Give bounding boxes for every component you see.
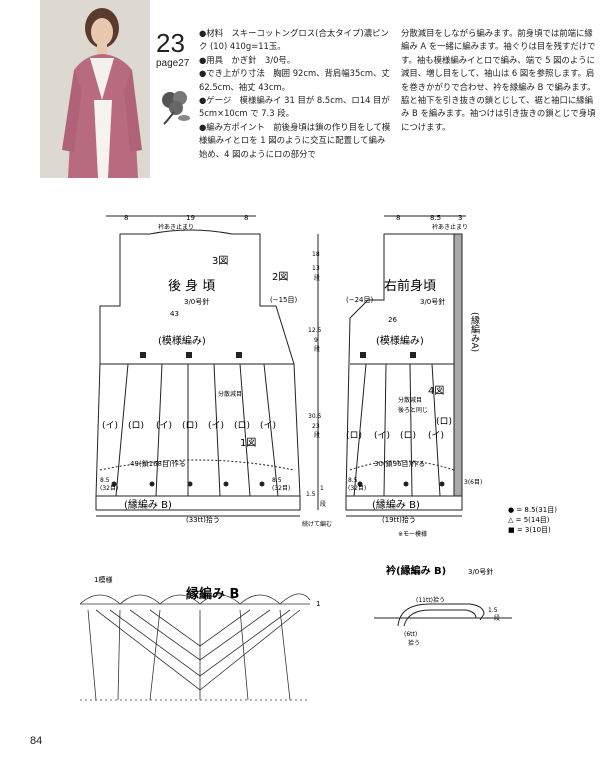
back-left-85: 8.5	[100, 477, 110, 484]
back-pattern-i-3: (イ)	[208, 421, 224, 431]
edge-b-title: 縁編み B	[186, 586, 239, 602]
front-left-32: (32目)	[348, 485, 366, 492]
collar-title: 衿(縁編み B)	[386, 564, 446, 577]
back-right-32: (32目)	[272, 485, 290, 492]
front-left-85: 8.5	[348, 477, 358, 484]
front-neck-label: 衿あき止まり	[432, 223, 468, 231]
front-pattern-ro-3: (ロ)	[436, 417, 452, 427]
front-needle: 3/0号針	[420, 297, 445, 306]
front-chain-label: 30(鎖96目)作る	[374, 459, 425, 468]
front-width-26: 26	[388, 316, 397, 324]
back-left-32: (32目)	[100, 485, 118, 492]
pattern-number: 23	[156, 28, 185, 58]
fig4-label: 4図	[428, 385, 444, 397]
back-pickup-label: (33tt)拾う	[186, 515, 220, 524]
model-photo	[40, 0, 150, 178]
knitting-instructions: 分散減目をしながら編みます。前身頃では前端に縁編み A を一緒に編みます。袖ぐり…	[401, 28, 596, 132]
back-minus15: (−15目)	[270, 296, 298, 304]
page-reference: page27	[156, 58, 190, 69]
back-pattern-ro-3: (ロ)	[234, 421, 250, 431]
back-chain-label: 49(鎖168目)作る	[130, 459, 186, 468]
back-edge-label: (縁編み B)	[124, 498, 172, 511]
front-pattern-ro-1: (ロ)	[346, 431, 362, 441]
dim-dan-1: 段	[314, 274, 320, 282]
front-pattern-i-1: (イ)	[374, 431, 390, 441]
materials-instructions: ●材料 スキーコットングロス(合太タイプ)濃ピンク (10) 410g=11玉。…	[199, 28, 391, 159]
front-minus24: (−24目)	[346, 296, 374, 304]
front-reduce-same: 後ろと同じ	[398, 406, 428, 414]
dim-18: 18	[312, 251, 320, 258]
dim-23: 23	[312, 423, 320, 430]
back-dim-center: 19	[186, 214, 195, 222]
fig2-label: 2図	[272, 271, 288, 283]
back-pattern-ro-1: (ロ)	[128, 421, 144, 431]
fig1-label: 1図	[240, 437, 256, 449]
legend-dot: ● = 8.5(31目)	[508, 506, 557, 514]
legend-note: ※モー模様	[398, 530, 427, 538]
back-needle: 3/0号針	[184, 297, 209, 306]
legend-triangle: △ = 5(14目)	[508, 516, 550, 524]
back-pattern-i-2: (イ)	[156, 421, 172, 431]
back-pattern-ro-2: (ロ)	[182, 421, 198, 431]
collar-pick-6: (6tt)	[404, 631, 417, 638]
edge-b-row-1: 1	[316, 600, 320, 608]
back-width-43: 43	[170, 310, 179, 318]
back-dim-right: 8	[244, 214, 248, 222]
front-pattern-label: (模様編み)	[376, 334, 424, 347]
collar-pick-6-label: 拾う	[408, 639, 420, 647]
dim-1: 1	[320, 485, 324, 492]
continue-label: 続けて編む	[302, 520, 332, 528]
dim-dan-4: 段	[320, 500, 326, 508]
front-reduce-label: 分散減目	[398, 396, 422, 404]
front-pattern-i-2: (イ)	[428, 431, 444, 441]
collar-dim-1-5: 1.5	[488, 607, 498, 614]
front-dim-left: 8	[396, 214, 400, 222]
front-pickup-label: (19tt)拾う	[382, 515, 416, 524]
dim-9: 9	[314, 337, 318, 344]
legend-square: ■ = 3(10目)	[508, 526, 551, 534]
collar-dim-dan: 段	[494, 614, 500, 622]
back-pattern-label: (模様編み)	[158, 334, 206, 347]
front-title: 右前身頃	[384, 278, 436, 294]
back-pattern-i-4: (イ)	[260, 421, 276, 431]
dim-1-5: 1.5	[306, 491, 316, 498]
back-reduce-label: 分散減目	[218, 390, 242, 398]
dim-dan-3: 段	[314, 431, 320, 439]
flower-icon	[156, 88, 196, 128]
back-neck-label: 衿あき止まり	[158, 223, 194, 231]
front-right-3: 3(6目)	[464, 479, 482, 486]
back-pattern-i-1: (イ)	[102, 421, 118, 431]
front-edge-a-label: (縁編みA)	[469, 312, 480, 352]
collar-needle: 3/0号針	[468, 567, 493, 576]
edge-b-repeat: 1模様	[94, 575, 112, 584]
front-dim-right: 3	[458, 214, 462, 222]
back-right-85: 8.5	[272, 477, 282, 484]
front-edge-label: (縁編み B)	[372, 498, 420, 511]
dim-13: 13	[312, 265, 320, 272]
front-pattern-ro-2: (ロ)	[400, 431, 416, 441]
page-number: 84	[30, 735, 43, 747]
back-dim-left: 8	[124, 214, 128, 222]
back-title: 後 身 頃	[168, 278, 215, 294]
edge-b-chart	[79, 593, 311, 701]
collar-pick-11: (11tt)拾う	[416, 596, 445, 604]
fig3-label: 3図	[212, 255, 228, 267]
front-dim-center: 8.5	[430, 214, 441, 222]
dim-30-5: 30.5	[308, 413, 322, 420]
dim-dan-2: 段	[314, 345, 320, 353]
dim-12-5: 12.5	[308, 327, 322, 334]
